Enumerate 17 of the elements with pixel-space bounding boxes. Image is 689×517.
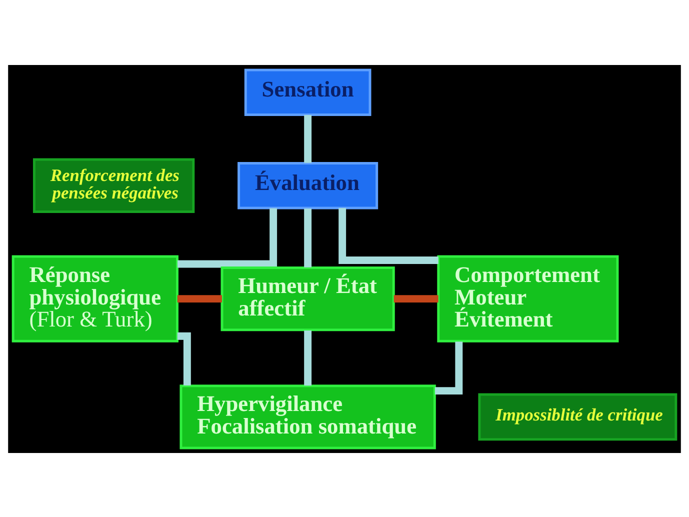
connector	[434, 341, 463, 394]
connector	[177, 332, 191, 385]
node-box: Sensation	[244, 68, 372, 116]
connector	[304, 114, 312, 162]
node-box: Hypervigilance Focalisation somatique	[180, 384, 436, 449]
connector	[304, 330, 312, 386]
connector	[177, 294, 222, 302]
connector	[304, 208, 312, 267]
node-box: Réponse physiologique (Flor & Turk)	[12, 254, 178, 342]
node-box: Impossiblité de critique	[478, 392, 678, 440]
node-box: Humeur / État affectif	[220, 266, 395, 331]
connector	[177, 208, 278, 268]
node-box: Évaluation	[238, 162, 378, 209]
connector	[394, 294, 438, 302]
node-box: Comportement Moteur Évitement	[437, 254, 619, 342]
connector	[338, 208, 438, 264]
node-box: Renforcement des pensées négatives	[32, 158, 195, 212]
